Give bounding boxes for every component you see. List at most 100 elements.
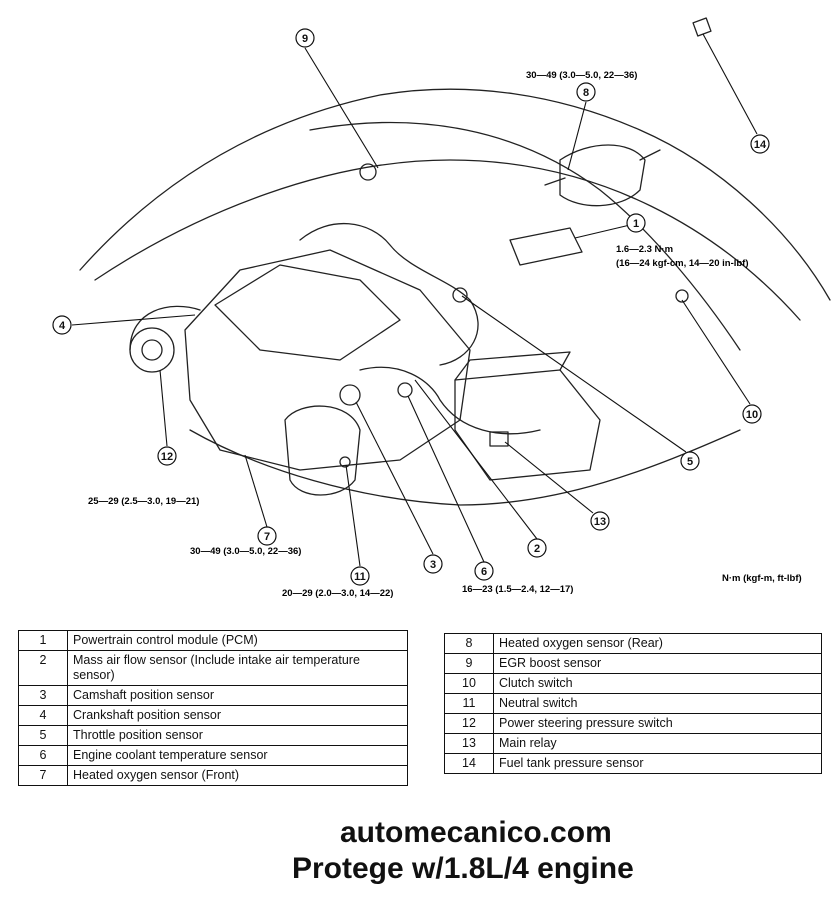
leader-line bbox=[461, 295, 687, 453]
callout-number-11: 11 bbox=[354, 571, 366, 583]
neutral-switch-part bbox=[339, 456, 351, 468]
torque-spec-6: 16—23 (1.5—2.4, 12—17) bbox=[462, 584, 573, 595]
callout-number-1: 1 bbox=[633, 218, 639, 230]
callout-circle-7 bbox=[257, 526, 277, 546]
leader-line bbox=[702, 33, 758, 135]
legend-label: Heated oxygen sensor (Front) bbox=[67, 765, 408, 786]
power-steering-pulley bbox=[141, 339, 163, 361]
legend-label: Mass air flow sensor (Include intake air… bbox=[67, 650, 408, 686]
callout-number-12: 12 bbox=[161, 451, 173, 463]
legend-label: Powertrain control module (PCM) bbox=[67, 630, 408, 651]
callout-circle-5 bbox=[680, 451, 700, 471]
legend-number: 5 bbox=[18, 725, 68, 746]
legend-label: Neutral switch bbox=[493, 693, 822, 714]
power-steering-pump bbox=[129, 327, 175, 373]
callout-circle-4 bbox=[52, 315, 72, 335]
hood-outline bbox=[79, 88, 831, 301]
coolant-sensor-part bbox=[397, 382, 413, 398]
legend-label: Heated oxygen sensor (Rear) bbox=[493, 633, 822, 654]
torque-spec-11: 20—29 (2.0—3.0, 14—22) bbox=[282, 588, 393, 599]
legend-label: Crankshaft position sensor bbox=[67, 705, 408, 726]
battery bbox=[454, 369, 601, 481]
legend-number: 11 bbox=[444, 693, 494, 714]
valve-cover bbox=[214, 264, 401, 361]
catalytic-converter bbox=[559, 144, 646, 207]
callout-circle-13 bbox=[590, 511, 610, 531]
legend-label: Clutch switch bbox=[493, 673, 822, 694]
legend-label: Engine coolant temperature sensor bbox=[67, 745, 408, 766]
engine-model-caption: Protege w/1.8L/4 engine bbox=[292, 852, 634, 885]
units-note: N·m (kgf-m, ft-lbf) bbox=[722, 573, 802, 584]
pcm-box bbox=[509, 227, 583, 266]
legend-number: 6 bbox=[18, 745, 68, 766]
reservoir bbox=[284, 405, 361, 496]
leader-line bbox=[414, 379, 538, 540]
callout-number-5: 5 bbox=[687, 456, 693, 468]
accessory-belt bbox=[129, 305, 201, 351]
legend-number: 12 bbox=[444, 713, 494, 734]
leader-line bbox=[567, 101, 587, 171]
leader-line bbox=[244, 454, 268, 528]
legend-number: 14 bbox=[444, 753, 494, 774]
fender-line bbox=[94, 159, 801, 321]
callout-number-14: 14 bbox=[754, 139, 767, 151]
torque-spec-1-line1: 1.6—2.3 N·m bbox=[616, 244, 673, 255]
torque-spec-12: 25—29 (2.5—3.0, 19—21) bbox=[88, 496, 199, 507]
callout-circle-10 bbox=[742, 404, 762, 424]
legend-label: Camshaft position sensor bbox=[67, 685, 408, 706]
leader-line bbox=[681, 299, 751, 405]
callout-number-7: 7 bbox=[264, 531, 270, 543]
legend-number: 1 bbox=[18, 630, 68, 651]
leader-line bbox=[407, 395, 485, 563]
legend-label: Power steering pressure switch bbox=[493, 713, 822, 734]
callout-number-6: 6 bbox=[481, 566, 487, 578]
legend-label: Fuel tank pressure sensor bbox=[493, 753, 822, 774]
callout-number-9: 9 bbox=[302, 33, 308, 45]
air-intake-duct bbox=[359, 366, 541, 435]
exhaust-pipe bbox=[544, 149, 661, 186]
callout-circle-1 bbox=[626, 213, 646, 233]
intake-manifold bbox=[299, 222, 479, 366]
front-apron bbox=[189, 429, 741, 506]
callout-number-10: 10 bbox=[746, 409, 758, 421]
callout-number-3: 3 bbox=[430, 559, 436, 571]
camshaft-sensor-part bbox=[339, 384, 361, 406]
leader-line bbox=[71, 314, 196, 326]
callout-number-2: 2 bbox=[534, 543, 540, 555]
callout-circle-12 bbox=[157, 446, 177, 466]
callout-circle-8 bbox=[576, 82, 596, 102]
legend-label: EGR boost sensor bbox=[493, 653, 822, 674]
throttle-sensor-part bbox=[452, 287, 468, 303]
legend-number: 13 bbox=[444, 733, 494, 754]
torque-spec-8: 30—49 (3.0—5.0, 22—36) bbox=[526, 70, 637, 81]
callout-circle-9 bbox=[295, 28, 315, 48]
site-name: automecanico.com bbox=[340, 816, 612, 849]
legend-number: 3 bbox=[18, 685, 68, 706]
callout-number-4: 4 bbox=[59, 320, 66, 332]
leader-line bbox=[345, 464, 361, 567]
legend-label: Throttle position sensor bbox=[67, 725, 408, 746]
battery-top bbox=[454, 351, 571, 381]
torque-spec-7: 30—49 (3.0—5.0, 22—36) bbox=[190, 546, 301, 557]
legend-number: 9 bbox=[444, 653, 494, 674]
leader-line bbox=[304, 47, 379, 169]
fuel-tank-pressure-sensor-part bbox=[692, 17, 712, 37]
callout-circle-6 bbox=[474, 561, 494, 581]
legend-number: 7 bbox=[18, 765, 68, 786]
legend-number: 8 bbox=[444, 633, 494, 654]
